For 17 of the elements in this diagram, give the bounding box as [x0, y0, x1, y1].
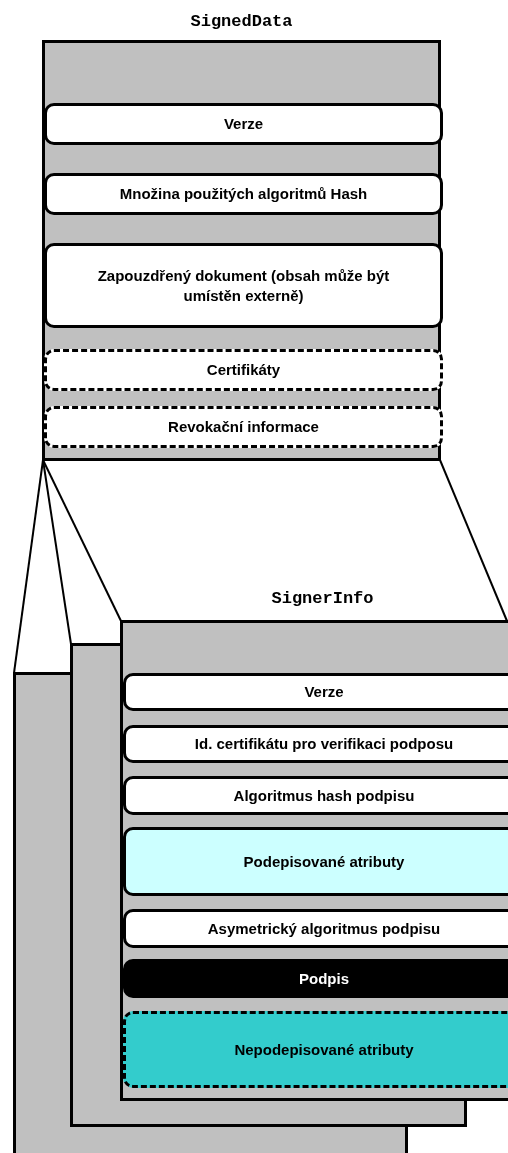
field-box: Verze	[44, 103, 443, 145]
connector-line	[42, 459, 72, 645]
connector-line	[439, 459, 508, 622]
field-box: Podpis	[123, 959, 508, 998]
panel-title: SignedData	[189, 12, 294, 31]
optional-field: Certifikáty	[44, 349, 443, 391]
panel-title: SignerInfo	[270, 589, 375, 608]
field-box: Asymetrický algoritmus podpisu	[123, 909, 508, 948]
connector-line	[42, 459, 122, 622]
optional-field: Revokační informace	[44, 406, 443, 448]
field-box: Množina použitých algoritmů Hash	[44, 173, 443, 215]
field-box: Zapouzdřený dokument (obsah může být umístěn externě)	[44, 243, 443, 328]
field-box: Podepisované atributy	[123, 827, 508, 896]
field-box: Algoritmus hash podpisu	[123, 776, 508, 815]
optional-field: Nepodepisované atributy	[123, 1011, 508, 1088]
field-box: Id. certifikátu pro verifikaci podposu	[123, 725, 508, 763]
field-box: Verze	[123, 673, 508, 711]
